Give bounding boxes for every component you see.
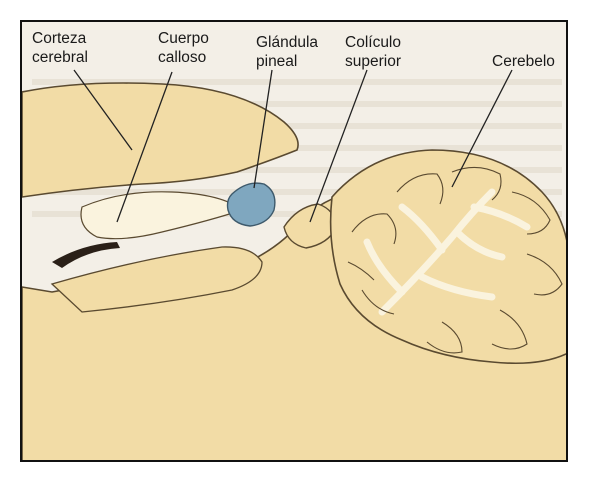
label-glandula-pineal: Glándula pineal	[256, 33, 318, 71]
ventricle	[52, 242, 120, 268]
label-coliculo-superior: Colículo superior	[345, 33, 401, 71]
label-cuerpo-calloso: Cuerpo calloso	[158, 29, 209, 67]
corpus-callosum	[81, 192, 242, 239]
brain-illustration	[22, 22, 568, 462]
anatomy-figure: Corteza cerebral Cuerpo calloso Glándula…	[20, 20, 568, 462]
label-cerebelo: Cerebelo	[492, 52, 555, 71]
label-corteza-cerebral: Corteza cerebral	[32, 29, 88, 67]
cerebral-cortex	[22, 83, 298, 197]
